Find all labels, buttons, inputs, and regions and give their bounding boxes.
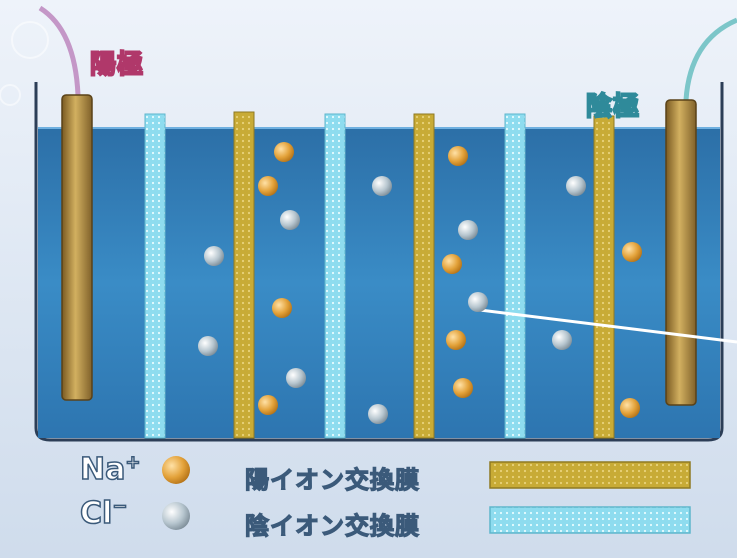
- cation-exchange-membrane: [233, 111, 255, 439]
- cl-ion: [280, 210, 300, 230]
- cl-ion: [286, 368, 306, 388]
- na-ion: [453, 378, 473, 398]
- cl-ion: [552, 330, 572, 350]
- na-ion: [258, 176, 278, 196]
- pointer-line: [479, 308, 737, 344]
- na-ion: [448, 146, 468, 166]
- cl-ion: [198, 336, 218, 356]
- decor-bubble: [11, 21, 49, 59]
- anode-label: 陽極: [89, 49, 145, 81]
- cl-ion: [372, 176, 392, 196]
- anode-wire: [38, 5, 81, 96]
- na-ion: [274, 142, 294, 162]
- cation-exchange-membrane: [593, 115, 615, 439]
- na-ion: [620, 398, 640, 418]
- cathode-electrode: [665, 99, 697, 406]
- na-ion: [442, 254, 462, 274]
- cathode-wire: [683, 17, 737, 101]
- legend-cation-membrane-swatch: [489, 461, 691, 489]
- na-ion: [622, 242, 642, 262]
- legend-cl-swatch: [162, 502, 190, 530]
- cl-ion: [468, 292, 488, 312]
- cl-ion: [204, 246, 224, 266]
- electrolyte-solution: [38, 128, 720, 438]
- legend-cl-label: Cl−: [79, 495, 129, 532]
- cl-ion: [368, 404, 388, 424]
- na-ion: [258, 395, 278, 415]
- cl-ion: [566, 176, 586, 196]
- anion-exchange-membrane: [324, 113, 346, 439]
- cathode-label: 陰極: [585, 91, 641, 123]
- cl-ion: [458, 220, 478, 240]
- na-symbol: Na: [79, 451, 126, 488]
- na-ion: [272, 298, 292, 318]
- legend-na-swatch: [162, 456, 190, 484]
- cl-ions: [198, 176, 586, 424]
- cl-symbol: Cl: [79, 495, 113, 532]
- legend-na-label: Na+: [79, 451, 142, 488]
- decor-bubble: [0, 84, 21, 106]
- legend-anion-membrane-label: 陰イオン交換膜: [244, 511, 420, 540]
- na-charge: +: [125, 451, 142, 474]
- cation-exchange-membrane: [413, 113, 435, 439]
- tank: [34, 82, 724, 442]
- na-ions: [258, 142, 642, 418]
- anion-exchange-membrane: [144, 113, 166, 439]
- legend-cation-membrane-label: 陽イオン交換膜: [244, 465, 420, 494]
- legend-anion-membrane-swatch: [489, 506, 691, 534]
- na-ion: [446, 330, 466, 350]
- cl-charge: −: [112, 495, 129, 518]
- anion-exchange-membrane: [504, 113, 526, 439]
- anode-electrode: [61, 94, 93, 401]
